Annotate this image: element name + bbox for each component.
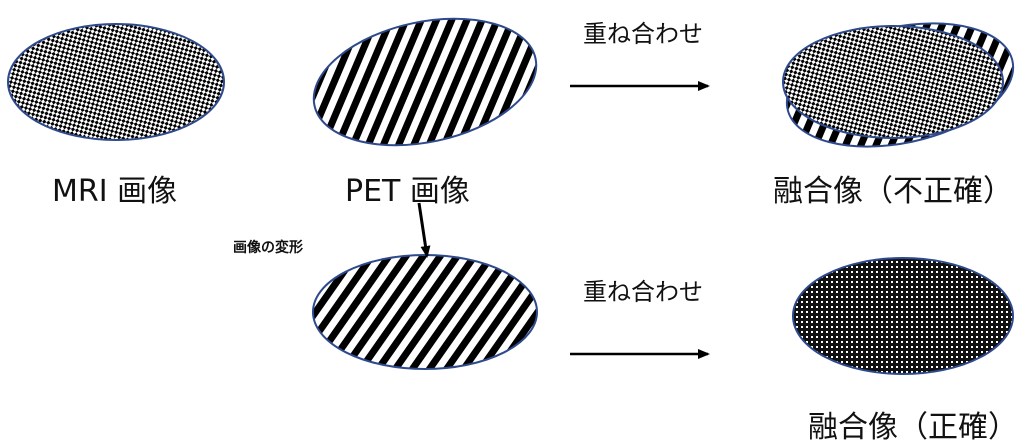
pet-ellipse bbox=[312, 17, 538, 147]
transform-arrow bbox=[417, 202, 431, 258]
mri-ellipse bbox=[7, 23, 225, 141]
transformed-pet-ellipse bbox=[312, 254, 538, 370]
fusion-inaccurate-label: 融合像（不正確） bbox=[773, 174, 1013, 209]
fusion-inaccurate-graphic bbox=[782, 22, 1015, 148]
mri-image-label: MRI 画像 bbox=[52, 174, 177, 209]
transform-label: 画像の変形 bbox=[233, 239, 303, 256]
fusion-accurate-ellipse bbox=[792, 257, 1014, 375]
overlay-label-bottom: 重ね合わせ bbox=[583, 278, 703, 306]
fusion-accurate-label: 融合像（正確） bbox=[808, 410, 1018, 445]
pet-image-label: PET 画像 bbox=[345, 174, 470, 209]
overlay-label-top: 重ね合わせ bbox=[583, 20, 703, 48]
